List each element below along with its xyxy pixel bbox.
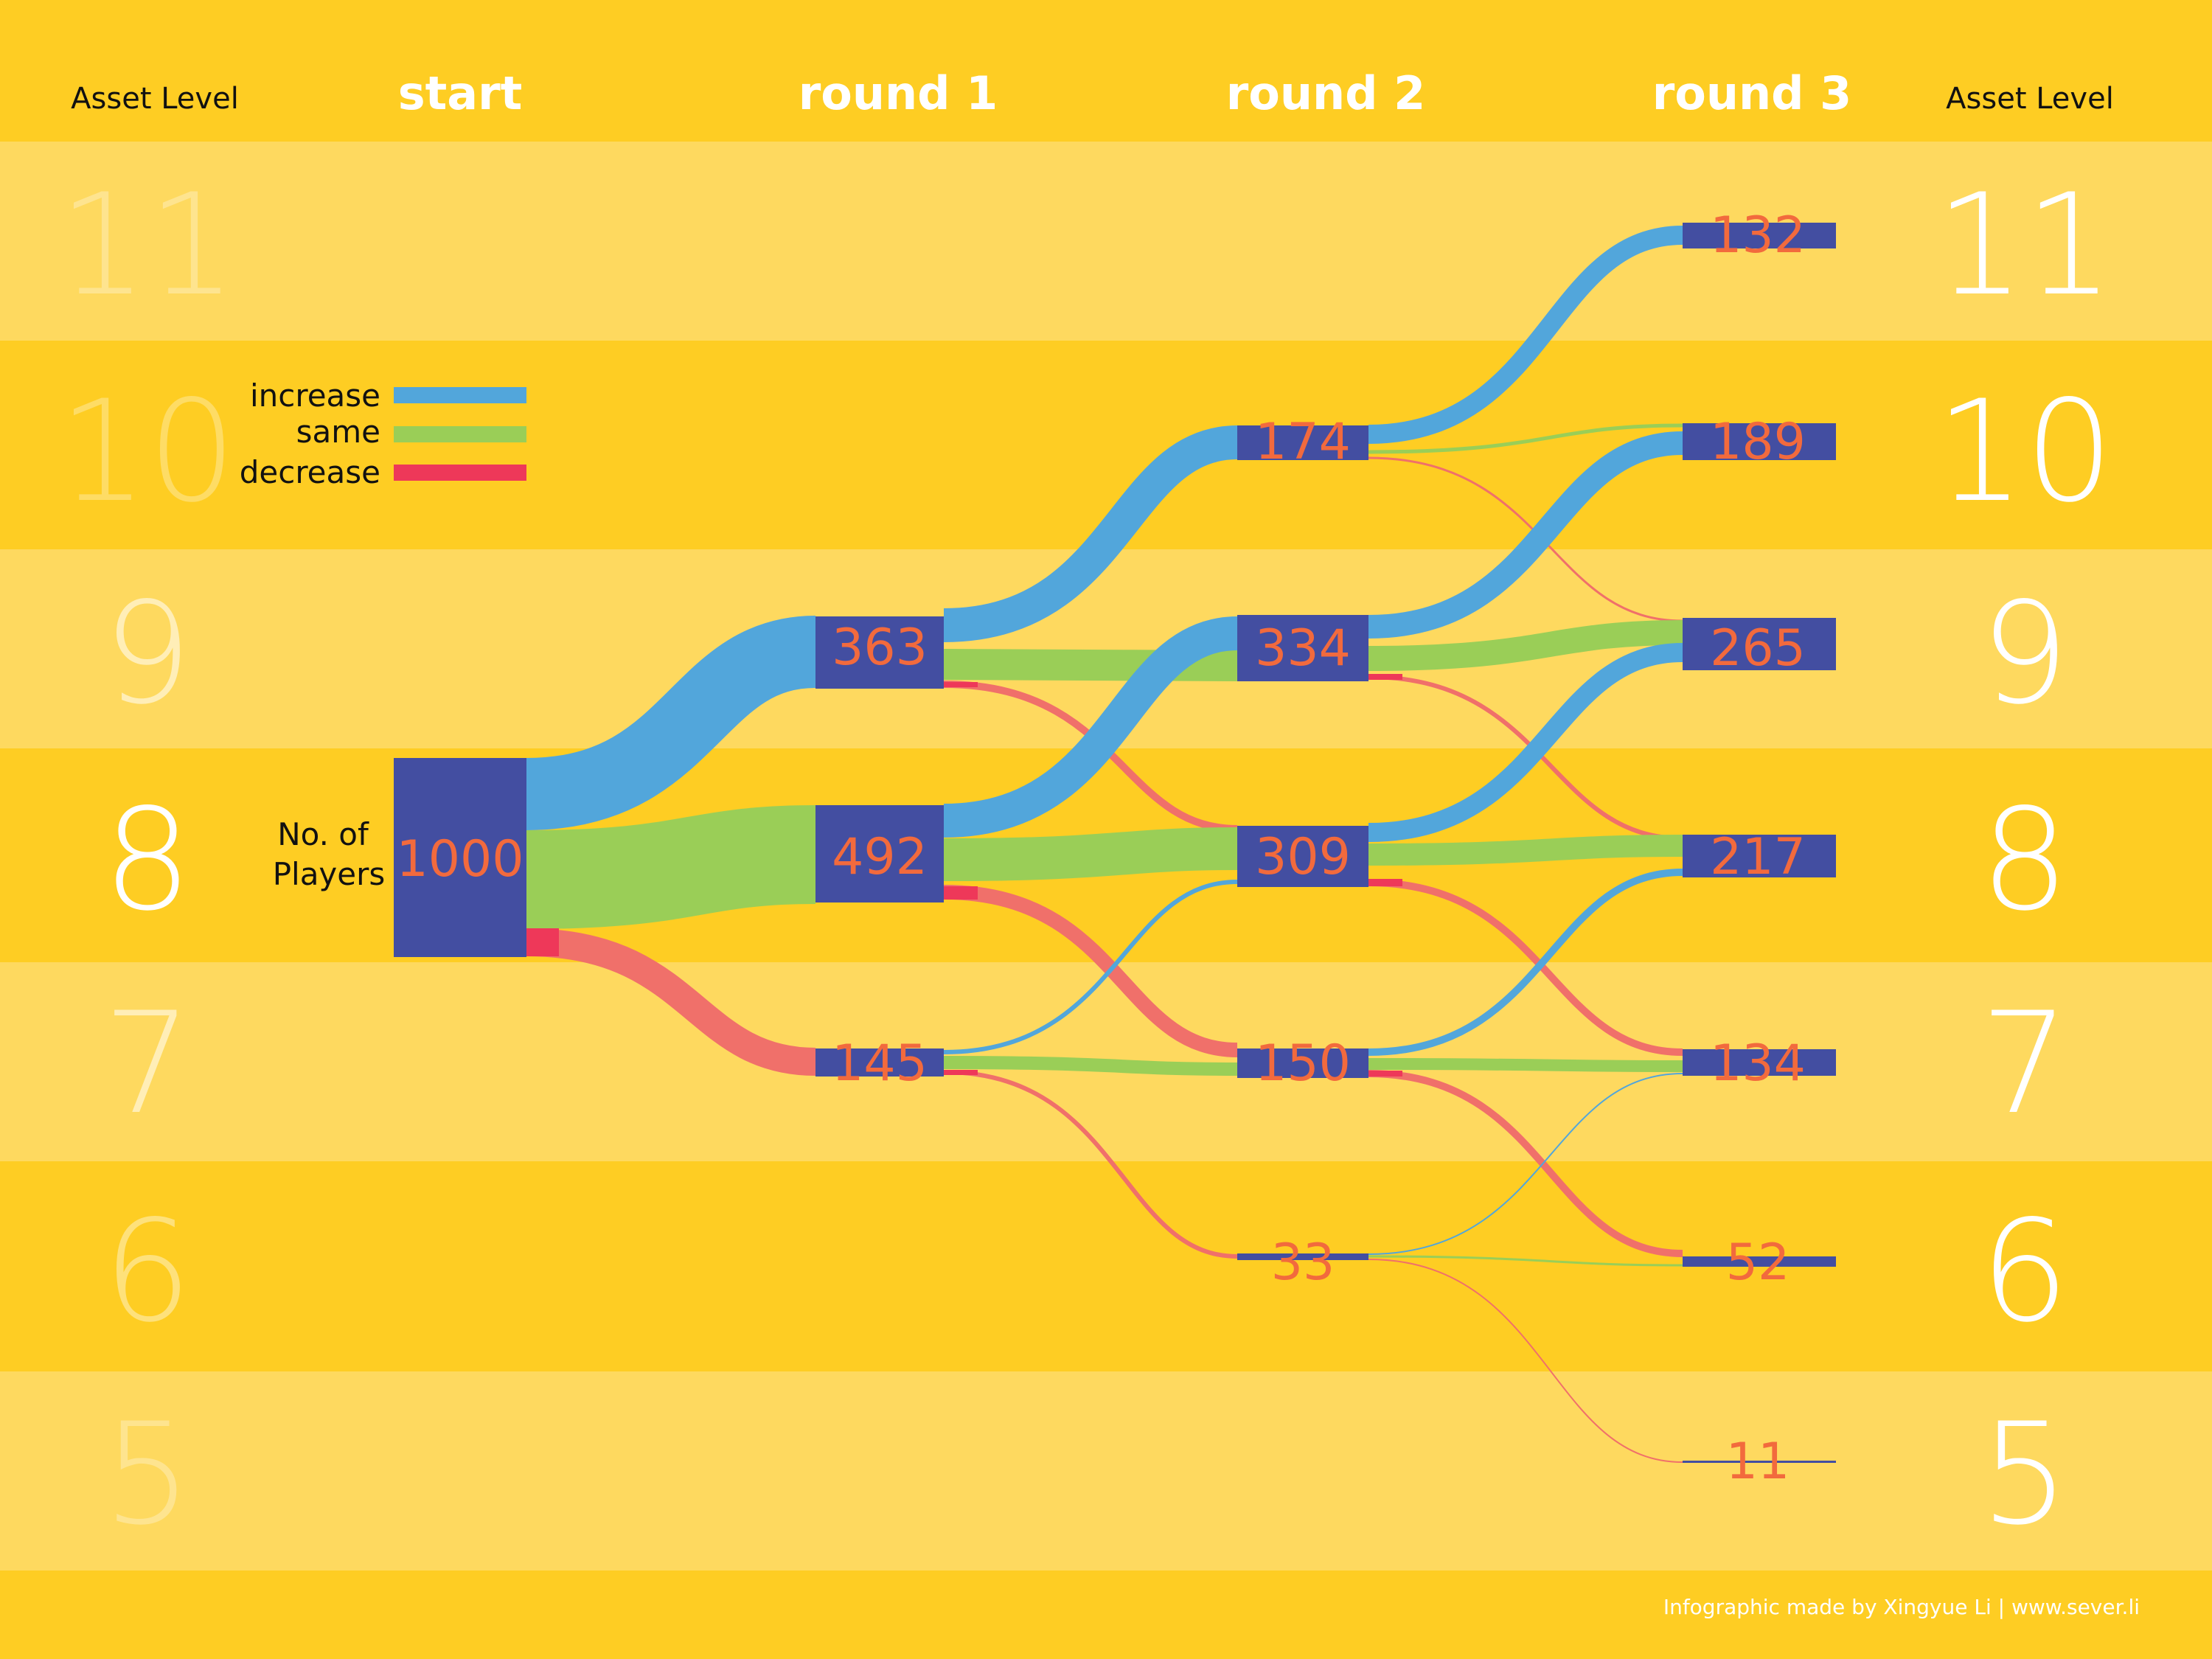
node-round2-level-7 — [1237, 1048, 1368, 1078]
column-header-round-1: round 1 — [799, 66, 998, 120]
decrease-marker-r1-7 — [944, 1070, 978, 1075]
flow-r2-8-to-r3-8-same — [1368, 835, 1683, 866]
node-label-r2-6: 33 — [1271, 1234, 1335, 1292]
band-level-11 — [0, 142, 2212, 341]
node-round1-level-9 — [815, 616, 944, 689]
level-label-left-7: 7 — [103, 982, 192, 1145]
node-round2-level-9 — [1237, 615, 1368, 681]
level-label-right-6: 6 — [1980, 1190, 2070, 1353]
node-label-r2-9: 334 — [1255, 619, 1351, 678]
node-label-r1-8: 492 — [832, 828, 928, 886]
nodes — [394, 223, 1836, 1463]
flow-start-8-to-r1-9-increase — [525, 616, 817, 830]
flow-r1-9-to-r2-10-increase — [943, 425, 1238, 642]
level-label-left-8: 8 — [103, 779, 192, 942]
level-label-right-8: 8 — [1980, 779, 2070, 942]
flow-r2-6-to-r3-6-same — [1368, 1255, 1683, 1267]
level-label-left-10: 10 — [58, 370, 237, 533]
node-label-start-8: 1000 — [396, 830, 524, 888]
players-label-line-2: Players — [273, 856, 386, 892]
node-round2-level-6 — [1237, 1253, 1368, 1260]
legend-label-same: same — [296, 414, 380, 450]
flow-r2-9-to-r3-10-increase — [1368, 431, 1683, 639]
legend-swatch-same — [394, 426, 526, 442]
asset-level-header-left: Asset Level — [71, 82, 239, 116]
node-label-r1-9: 363 — [832, 619, 928, 677]
flow-r1-7-to-r2-8-increase — [943, 880, 1238, 1054]
flow-r2-7-to-r3-8-increase — [1368, 869, 1683, 1056]
node-label-r3-11: 132 — [1710, 206, 1806, 265]
decrease-marker-r2-8 — [1368, 879, 1402, 886]
column-header-round-2: round 2 — [1226, 66, 1426, 120]
flow-r1-7-to-r2-7-same — [943, 1056, 1238, 1076]
node-label-r3-6: 52 — [1726, 1234, 1790, 1292]
players-label-line-1: No. of — [277, 816, 369, 852]
node-round3-level-10 — [1683, 423, 1836, 460]
level-label-left-5: 5 — [103, 1393, 192, 1556]
legend-label-decrease: decrease — [240, 454, 380, 490]
flow-r2-6-to-r3-7-increase — [1368, 1073, 1683, 1255]
legend: increase same decrease — [240, 378, 526, 490]
column-header-round-3: round 3 — [1652, 66, 1852, 120]
node-label-r3-9: 265 — [1710, 619, 1806, 678]
level-label-right-10: 10 — [1935, 370, 2114, 533]
asset-level-header-right: Asset Level — [1946, 82, 2114, 116]
credit: Infographic made by Xingyue Li | www.sev… — [1663, 1595, 2140, 1619]
legend-swatch-decrease — [394, 465, 526, 481]
flow-r2-7-to-r3-7-same — [1368, 1058, 1683, 1072]
flow-r1-8-to-r2-8-same — [943, 827, 1238, 881]
node-round3-level-11 — [1683, 223, 1836, 248]
node-round2-level-10 — [1237, 425, 1368, 460]
node-round3-level-5 — [1683, 1461, 1836, 1463]
decrease-marker-r2-7 — [1368, 1071, 1402, 1077]
level-label-left-9: 9 — [103, 572, 192, 735]
node-round1-level-7 — [815, 1048, 944, 1077]
flow-r1-8-to-r2-7-decrease — [943, 885, 1238, 1057]
flow-start-8-to-r1-7-decrease — [526, 928, 816, 1076]
flow-r2-10-to-r3-10-same — [1368, 423, 1683, 454]
node-label-r2-8: 309 — [1255, 828, 1351, 886]
level-label-left-11: 11 — [58, 164, 237, 327]
level-label-left-6: 6 — [103, 1190, 192, 1353]
node-round3-level-6 — [1683, 1256, 1836, 1267]
node-label-r3-7: 134 — [1710, 1034, 1806, 1093]
flow-r2-6-to-r3-5-decrease — [1368, 1259, 1683, 1463]
flow-r2-10-to-r3-11-increase — [1368, 226, 1683, 444]
level-label-right-5: 5 — [1980, 1393, 2070, 1556]
node-label-r1-7: 145 — [832, 1034, 928, 1093]
node-label-r3-8: 217 — [1710, 828, 1806, 886]
level-label-right-7: 7 — [1980, 982, 2070, 1145]
level-label-right-9: 9 — [1980, 572, 2070, 735]
node-label-r2-7: 150 — [1255, 1034, 1351, 1093]
node-round1-level-8 — [815, 805, 944, 902]
decrease-marker-start-8 — [526, 928, 559, 956]
flow-r1-9-to-r2-9-same — [943, 649, 1238, 681]
column-header-start: start — [398, 66, 523, 120]
flow-r2-9-to-r3-9-same — [1368, 620, 1683, 671]
decrease-marker-r1-9 — [944, 682, 978, 687]
flow-start-8-to-r1-8-same — [526, 805, 816, 929]
node-round3-level-9 — [1683, 618, 1836, 670]
node-round3-level-7 — [1683, 1049, 1836, 1076]
legend-label-increase: increase — [250, 378, 380, 414]
decrease-marker-r2-9 — [1368, 674, 1402, 680]
decrease-markers — [526, 674, 1402, 1077]
level-label-right-11: 11 — [1935, 164, 2114, 327]
decrease-marker-r1-8 — [944, 886, 978, 900]
node-label-r3-5: 11 — [1726, 1433, 1790, 1491]
flow-r1-9-to-r2-8-decrease — [943, 681, 1238, 832]
flow-r1-7-to-r2-6-decrease — [943, 1070, 1238, 1259]
flow-r1-8-to-r2-9-increase — [943, 616, 1239, 838]
node-round3-level-8 — [1683, 835, 1836, 877]
node-start-level-8 — [394, 758, 526, 957]
band-level-5 — [0, 1371, 2212, 1571]
legend-swatch-increase — [394, 387, 526, 403]
node-label-r2-10: 174 — [1255, 413, 1351, 471]
flow-r2-8-to-r3-9-increase — [1368, 643, 1683, 842]
node-label-r3-10: 189 — [1710, 413, 1806, 471]
flows — [525, 226, 1683, 1463]
node-round2-level-8 — [1237, 826, 1368, 887]
flow-r2-9-to-r3-8-decrease — [1368, 675, 1683, 841]
